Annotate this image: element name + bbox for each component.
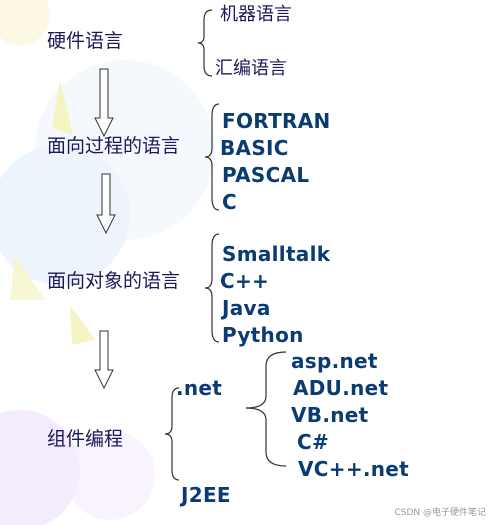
level-3-item: Python xyxy=(222,323,304,347)
net-sub-brace xyxy=(245,351,287,467)
net-subitem: VC++.net xyxy=(298,457,410,481)
level-2-label: 面向过程的语言 xyxy=(47,135,181,157)
level-3-label: 面向对象的语言 xyxy=(47,270,181,292)
bg-ray xyxy=(52,80,73,135)
level-1-label: 硬件语言 xyxy=(47,30,124,52)
bg-bubble xyxy=(35,60,215,240)
watermark: CSDN @电子硬件笔记 xyxy=(394,508,486,518)
level-2-item: PASCAL xyxy=(222,163,310,187)
net-subitem: C# xyxy=(297,430,330,454)
level-3-item: Java xyxy=(222,296,271,320)
level-3-item: Smalltalk xyxy=(222,242,331,266)
down-arrow-icon xyxy=(94,68,114,138)
bg-bubble xyxy=(0,0,50,45)
net-subitem: ADU.net xyxy=(293,376,389,400)
bg-ray xyxy=(70,305,95,345)
level-4-item: J2EE xyxy=(181,483,231,507)
level-1-item: 机器语言 xyxy=(220,4,292,25)
level-4-item: .net xyxy=(176,376,223,400)
net-subitem: VB.net xyxy=(291,403,369,427)
level-4-brace xyxy=(164,387,180,481)
level-2-brace xyxy=(204,103,220,211)
bg-ray xyxy=(10,255,45,300)
level-3-item: C++ xyxy=(220,269,270,293)
level-1-item: 汇编语言 xyxy=(215,58,287,79)
down-arrow-icon xyxy=(96,173,116,235)
level-4-label: 组件编程 xyxy=(47,428,124,450)
level-2-item: C xyxy=(222,190,237,214)
down-arrow-icon xyxy=(94,330,114,390)
bg-bubble xyxy=(0,410,80,525)
level-2-item: FORTRAN xyxy=(222,109,331,133)
level-3-brace xyxy=(204,233,220,343)
level-1-brace xyxy=(197,9,213,77)
bg-bubble xyxy=(65,430,155,520)
net-subitem: asp.net xyxy=(291,349,378,373)
level-2-item: BASIC xyxy=(220,136,289,160)
